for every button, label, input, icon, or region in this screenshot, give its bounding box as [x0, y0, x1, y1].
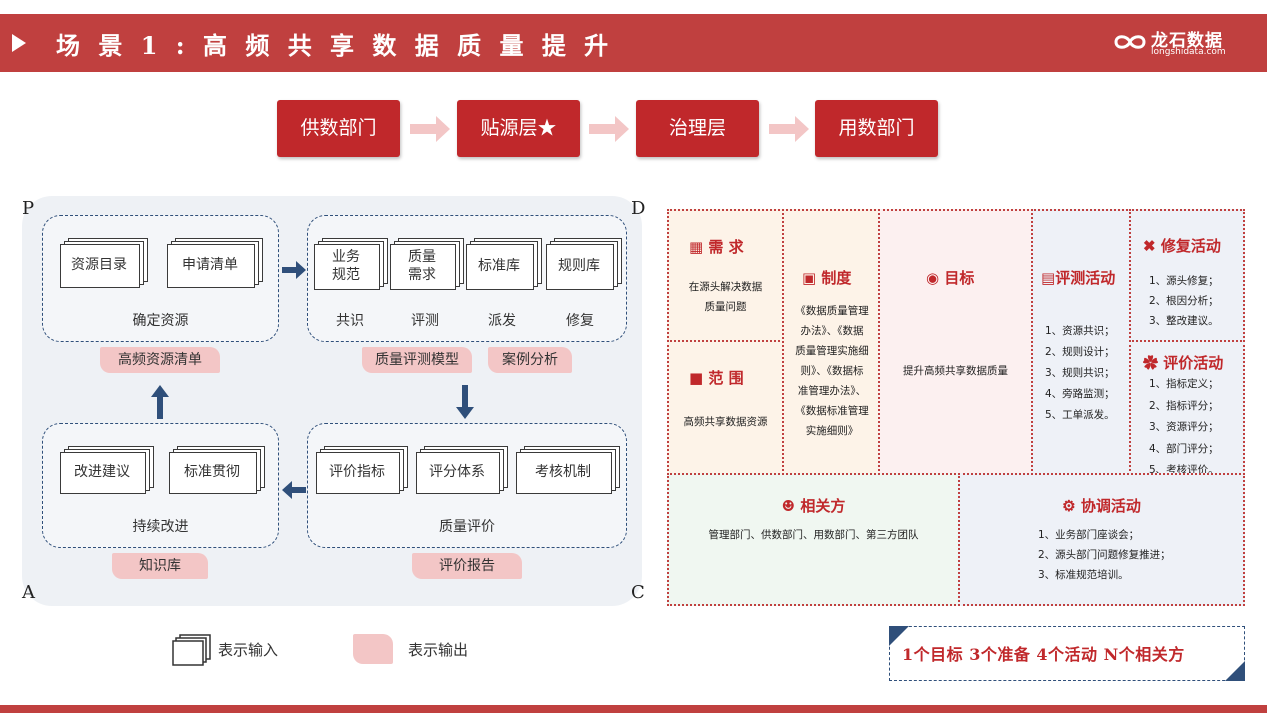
system-heading: ▣ 制度: [802, 269, 852, 287]
corner-label-a: A: [22, 582, 35, 603]
flow-arrow-3-icon: [769, 116, 809, 142]
arrow-left-icon: [282, 481, 306, 499]
arrow-down-icon: [456, 385, 474, 419]
goal-heading: ◉ 目标: [926, 269, 975, 287]
logo-url: longshidata.com: [1151, 47, 1226, 57]
company-logo: 龙石数据 longshidata.com: [1113, 26, 1243, 60]
scope-heading: ■ 范 围: [689, 369, 744, 387]
output-ribbon-quality-model: 质量评测模型: [362, 347, 472, 373]
legend-output-ribbon-icon: [353, 634, 393, 664]
act-caption: 持续改进: [132, 519, 189, 535]
input-doc-assessment-mechanism: 考核机制: [516, 446, 620, 494]
stakeholder-text: 管理部门、供数部门、用数部门、第三方团队: [708, 529, 919, 541]
lotus-icon: ✿: [1143, 354, 1159, 372]
logo-mark-icon: [1114, 35, 1146, 49]
cube-icon: ■: [689, 369, 704, 387]
flow-arrow-1-icon: [410, 116, 450, 142]
corner-label-d: D: [631, 198, 646, 219]
cell-demand: ▦ 需 求 在源头解决数据 质量问题: [667, 209, 784, 342]
stakeholder-heading: ☻ 相关方: [781, 497, 846, 515]
input-doc-standard-implementation: 标准贯彻: [169, 446, 265, 494]
do-caption-evaluate: 评测: [411, 313, 439, 329]
summary-text: 1个目标 3个准备 4个活动 N个相关方: [902, 645, 1185, 664]
repair-activity-heading: ✖ 修复活动: [1143, 237, 1221, 255]
people-icon: ☻: [781, 497, 796, 515]
report-icon: ▤: [1041, 269, 1056, 287]
arrow-right-icon: [282, 261, 306, 279]
legend-output-label: 表示输出: [408, 641, 469, 659]
do-caption-consensus: 共识: [336, 313, 364, 329]
input-doc-rule-lib: 规则库: [546, 238, 622, 290]
flow-step-supplier: 供数部门: [277, 100, 400, 157]
flow-step-consumer: 用数部门: [815, 100, 938, 157]
coord-activity-text: 1、业务部门座谈会； 2、源头部门问题修复推进； 3、标准规范培训。: [1038, 529, 1171, 581]
plan-box: 资源目录 申请清单 确定资源: [42, 215, 279, 342]
checklist-icon: ▦: [689, 238, 704, 256]
input-doc-improvement-advice: 改进建议: [60, 446, 154, 494]
input-doc-standard-lib: 标准库: [466, 238, 542, 290]
do-caption-dispatch: 派发: [488, 313, 516, 329]
page-title: 场 景 1 : 高 频 共 享 数 据 质 量 提 升: [56, 31, 614, 60]
cell-scope: ■ 范 围 高频共享数据资源: [667, 340, 784, 475]
legend-input-label: 表示输入: [218, 641, 279, 659]
repair-activity-text: 1、源头修复； 2、根因分析； 3、整改建议。: [1149, 275, 1219, 327]
legend-input-doc-icon: [172, 634, 211, 666]
corner-accent-top-left-icon: [889, 626, 909, 646]
cell-coord-activity: ⚙ 协调活动 1、业务部门座谈会； 2、源头部门问题修复推进； 3、标准规范培训…: [958, 473, 1245, 606]
cell-stakeholder: ☻ 相关方 管理部门、供数部门、用数部门、第三方团队: [667, 473, 960, 606]
goal-text: 提升高频共享数据质量: [903, 365, 1008, 377]
cell-assess-activity: ✿ 评价活动 1、指标定义； 2、指标评分； 3、资源评分； 4、部门评分； 5…: [1129, 340, 1245, 475]
input-doc-eval-index: 评价指标: [316, 446, 408, 494]
demand-text: 在源头解决数据 质量问题: [688, 281, 763, 313]
output-ribbon-knowledge-base: 知识库: [112, 553, 208, 579]
demand-heading: ▦ 需 求: [689, 238, 744, 256]
input-doc-scoring-system: 评分体系: [416, 446, 508, 494]
summary-box: 1个目标 3个准备 4个活动 N个相关方: [889, 626, 1245, 681]
input-doc-business-spec: 业务 规范: [314, 238, 388, 290]
flow-step-governance-layer: 治理层: [636, 100, 759, 157]
cell-repair-activity: ✖ 修复活动 1、源头修复； 2、根因分析； 3、整改建议。: [1129, 209, 1245, 342]
plan-caption: 确定资源: [132, 313, 189, 329]
eval-activity-heading: ▤评测活动: [1041, 269, 1116, 287]
input-doc-request-list: 申请清单: [167, 238, 263, 288]
cell-goal: ◉ 目标 提升高频共享数据质量: [878, 209, 1033, 475]
top-strip: [0, 0, 1267, 14]
check-box: 评价指标 评分体系 考核机制 质量评价: [307, 423, 627, 548]
footer-bar: [0, 705, 1267, 713]
target-icon: ◉: [926, 269, 940, 287]
coord-activity-heading: ⚙ 协调活动: [1062, 497, 1141, 515]
arrow-up-icon: [151, 385, 169, 419]
output-ribbon-frequent-list: 高频资源清单: [100, 347, 220, 373]
do-box: 业务 规范 质量 需求 标准库 规则库 共识 评测 派发 修复: [307, 215, 627, 342]
book-icon: ▣: [802, 269, 817, 287]
gear-icon: ⚙: [1062, 497, 1076, 515]
output-ribbon-case-analysis: 案例分析: [488, 347, 572, 373]
input-doc-quality-demand: 质量 需求: [390, 238, 464, 290]
header-bar: 场 景 1 : 高 频 共 享 数 据 质 量 提 升 龙石数据 longshi…: [0, 14, 1267, 72]
input-doc-resource-catalog: 资源目录: [60, 238, 148, 288]
eval-activity-text: 1、资源共识； 2、规则设计； 3、规则共识； 4、旁路监测； 5、工单派发。: [1045, 325, 1115, 421]
corner-label-c: C: [631, 582, 645, 603]
corner-label-p: P: [22, 198, 35, 219]
cell-eval-activity: ▤评测活动 1、资源共识； 2、规则设计； 3、规则共识； 4、旁路监测； 5、…: [1031, 209, 1131, 475]
logo-name: 龙石数据: [1151, 31, 1223, 51]
flow-step-source-layer: 贴源层★: [457, 100, 580, 157]
scope-text: 高频共享数据资源: [683, 416, 768, 428]
output-ribbon-eval-report: 评价报告: [412, 553, 522, 579]
check-caption: 质量评价: [439, 519, 495, 535]
tools-icon: ✖: [1143, 237, 1156, 255]
assess-activity-heading: ✿ 评价活动: [1143, 354, 1224, 372]
corner-accent-bottom-right-icon: [1225, 661, 1245, 681]
cell-system: ▣ 制度 《数据质量管理 办法》、《数据 质量管理实施细 则》、《数据标 准管理…: [782, 209, 880, 475]
play-triangle-icon: [12, 34, 26, 52]
assess-activity-text: 1、指标定义； 2、指标评分； 3、资源评分； 4、部门评分； 5、考核评价。: [1149, 378, 1219, 475]
do-caption-repair: 修复: [566, 313, 594, 329]
system-text: 《数据质量管理 办法》、《数据 质量管理实施细 则》、《数据标 准管理办法》、 …: [795, 305, 869, 437]
flow-arrow-2-icon: [589, 116, 629, 142]
act-box: 改进建议 标准贯彻 持续改进: [42, 423, 279, 548]
